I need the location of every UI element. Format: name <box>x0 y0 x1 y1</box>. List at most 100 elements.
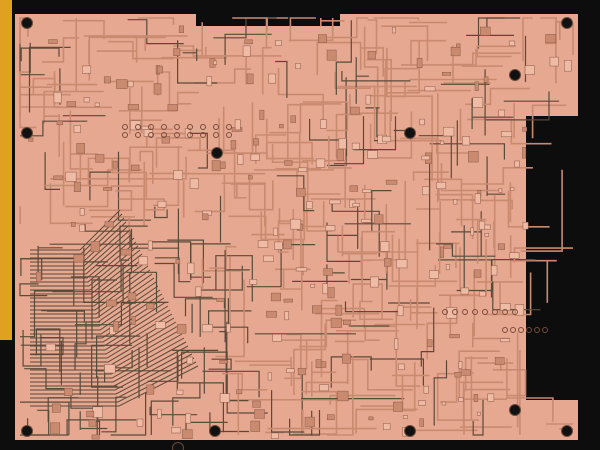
pad <box>327 287 335 299</box>
trace <box>30 257 145 299</box>
pad <box>473 269 482 278</box>
trace <box>415 201 441 244</box>
trace <box>353 116 397 151</box>
trace <box>30 269 151 311</box>
trace <box>230 183 266 227</box>
trace <box>349 94 399 114</box>
trace <box>30 297 165 339</box>
via <box>122 132 128 138</box>
trace <box>30 237 135 279</box>
pad <box>76 143 85 154</box>
trace <box>127 19 184 45</box>
trace <box>69 110 93 170</box>
trace <box>456 218 487 264</box>
pad <box>545 34 557 44</box>
via <box>502 327 508 333</box>
pad <box>268 73 276 84</box>
trace <box>104 350 133 383</box>
trace <box>348 358 413 391</box>
pad <box>66 101 77 107</box>
pad <box>514 160 520 168</box>
pad <box>250 420 261 432</box>
trace <box>433 360 448 426</box>
trace <box>30 349 191 391</box>
pad <box>484 233 489 237</box>
trace <box>74 301 169 326</box>
pad <box>230 140 237 150</box>
pad <box>112 160 118 169</box>
trace <box>221 182 267 199</box>
trace <box>139 150 154 184</box>
pads <box>28 25 572 440</box>
pad <box>95 154 105 163</box>
pad <box>367 150 378 159</box>
pad <box>499 303 511 311</box>
pad <box>318 34 327 43</box>
trace <box>30 317 175 359</box>
pad <box>28 137 34 142</box>
via <box>135 132 141 138</box>
pad <box>325 225 336 232</box>
pad <box>138 256 148 266</box>
trace <box>146 128 173 148</box>
pad <box>329 199 341 205</box>
pad <box>319 384 329 392</box>
pad <box>275 40 282 46</box>
trace <box>30 337 185 379</box>
pad <box>94 102 100 107</box>
pad <box>104 364 116 374</box>
pad <box>498 188 503 193</box>
pad <box>458 361 463 369</box>
pad <box>419 418 424 427</box>
via <box>518 327 524 333</box>
via <box>226 132 232 138</box>
pad <box>272 333 282 342</box>
trace <box>472 322 510 348</box>
trace <box>486 272 532 316</box>
via <box>510 327 516 333</box>
trace <box>43 114 60 157</box>
pad <box>304 416 315 428</box>
pad <box>470 227 474 236</box>
pad <box>441 401 447 406</box>
trace <box>266 118 315 160</box>
trace <box>215 255 253 302</box>
pad <box>480 26 491 36</box>
trace <box>341 252 378 284</box>
trace <box>30 273 153 315</box>
pad <box>155 321 166 329</box>
trace <box>201 258 243 290</box>
trace <box>476 45 516 58</box>
trace <box>381 25 429 62</box>
pad <box>157 200 167 208</box>
trace <box>325 17 369 39</box>
pad <box>73 181 81 192</box>
pad <box>484 224 491 230</box>
pad <box>335 304 343 316</box>
trace <box>359 300 393 321</box>
pad <box>103 76 111 84</box>
pad <box>416 58 423 68</box>
trace <box>369 358 424 386</box>
pad <box>443 244 452 249</box>
pad <box>337 390 349 402</box>
pad <box>474 81 479 91</box>
trace <box>429 143 505 160</box>
trace <box>20 258 43 280</box>
pad <box>498 109 505 117</box>
pad <box>202 213 209 221</box>
trace <box>320 299 338 378</box>
pad <box>52 403 61 413</box>
pad <box>445 264 450 271</box>
pad <box>509 252 520 259</box>
pad <box>320 361 327 368</box>
pad <box>249 279 258 285</box>
pad <box>250 153 260 161</box>
pad <box>424 86 436 92</box>
pad <box>315 158 326 168</box>
trace <box>88 36 138 81</box>
pad <box>380 241 390 252</box>
pad <box>153 83 162 95</box>
